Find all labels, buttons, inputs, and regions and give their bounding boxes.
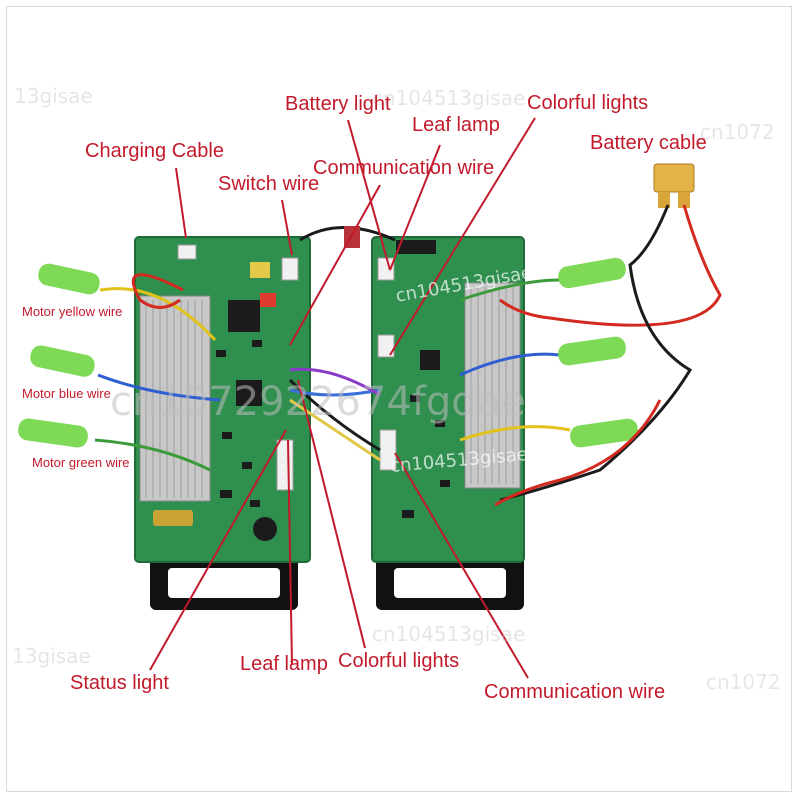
corner-watermark-tl: 13gisae [14,84,93,108]
label-motor-blue-wire: Motor blue wire [22,386,111,401]
label-communication-wire-top: Communication wire [313,157,495,179]
label-leaf-lamp-top: Leaf lamp [412,114,500,136]
label-switch-wire: Switch wire [218,173,320,195]
label-colorful-lights-top: Colorful lights [527,92,649,114]
right-mount-bracket [376,555,524,610]
communication-cable [288,226,396,462]
motor-yellow-wire [38,263,217,342]
label-motor-yellow-wire: Motor yellow wire [22,304,123,319]
label-colorful-lights-bottom: Colorful lights [338,650,460,672]
corner-watermark-br: cn1072 [706,670,781,694]
corner-watermark-tr: cn1072 [700,120,775,144]
charging-cable-wire [131,273,184,309]
right-motor-wires [459,257,638,448]
label-status-light: Status light [70,672,169,694]
motor-green-wire [18,418,211,472]
battery-cable [494,163,722,507]
left-mount-bracket [150,555,298,610]
label-battery-light: Battery light [285,93,391,115]
right-pcb-board [371,236,525,563]
callout-lines [149,117,536,679]
corner-watermark-bl: 13gisae [12,644,91,668]
label-battery-cable: Battery cable [590,132,707,154]
motor-blue-wire [30,345,221,402]
label-leaf-lamp-bottom: Leaf lamp [240,653,328,675]
center-watermark: cn1072922674fgdae [110,379,526,425]
bottom-center-watermark: cn104513gisae [372,622,526,646]
label-charging-cable: Charging Cable [85,140,224,162]
label-communication-wire-bottom: Communication wire [484,681,666,703]
top-center-watermark: cn104513gisae [372,86,526,110]
label-motor-green-wire: Motor green wire [32,455,130,470]
image-frame [6,6,792,792]
